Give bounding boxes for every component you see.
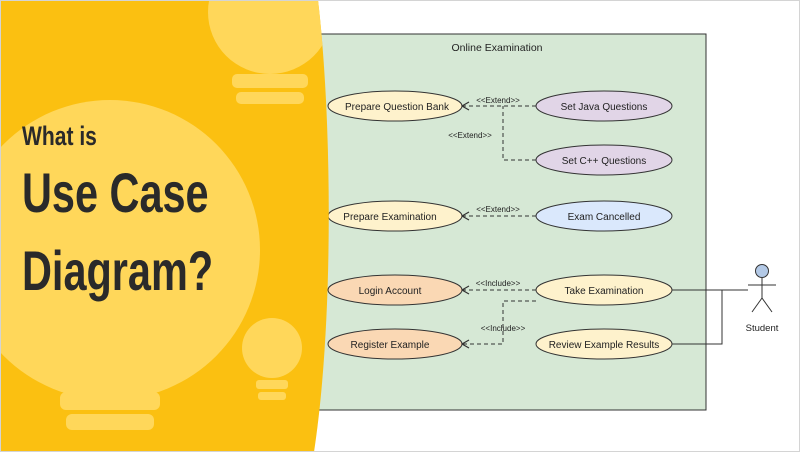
use-case-prepare-examination[interactable]: Prepare Examination: [327, 200, 463, 232]
extend-cpp-connector: [502, 106, 536, 161]
association-review: [672, 290, 723, 345]
use-case-label: Login Account: [359, 286, 422, 297]
use-case-login-account[interactable]: Login Account: [327, 274, 463, 306]
actor-label: Student: [746, 323, 779, 334]
use-case-exam-cancelled[interactable]: Exam Cancelled: [535, 200, 673, 232]
use-case-label: Prepare Question Bank: [345, 102, 450, 113]
use-case-shape: [327, 328, 463, 360]
lightbulb-decor-icon: [0, 0, 329, 430]
title-banner: [0, 0, 329, 452]
use-case-label: Review Example Results: [549, 340, 660, 351]
use-cases: Prepare Question Bank Set Java Questions…: [327, 90, 673, 360]
use-case-shape: [535, 328, 673, 360]
use-case-label: Take Examination: [565, 286, 644, 297]
headline-line-3: Diagram?: [22, 239, 214, 302]
actor-figure-icon: [748, 264, 776, 313]
use-case-shape: [327, 274, 463, 306]
use-case-shape: [327, 90, 463, 122]
include-login-label: <<Include>>: [476, 279, 521, 288]
include-register-label: <<Include>>: [481, 324, 526, 333]
headline: What is Use Case Diagram?: [22, 120, 280, 306]
actor-associations: [672, 289, 748, 345]
actor-student[interactable]: Student: [746, 264, 779, 335]
use-case-shape: [535, 144, 673, 176]
use-case-label: Set Java Questions: [561, 102, 648, 113]
extend-java-label: <<Extend>>: [476, 96, 520, 105]
use-case-set-cpp-questions[interactable]: Set C++ Questions: [535, 144, 673, 176]
include-register-connector: [460, 300, 536, 349]
use-case-label: Register Example: [351, 340, 430, 351]
headline-line-1: What is: [22, 121, 97, 151]
use-case-shape: [535, 200, 673, 232]
system-boundary-title: Online Examination: [451, 42, 542, 54]
headline-line-2: Use Case: [22, 161, 209, 224]
use-case-prepare-question-bank[interactable]: Prepare Question Bank: [327, 90, 463, 122]
use-case-register-example[interactable]: Register Example: [327, 328, 463, 360]
extend-cancel-label: <<Extend>>: [476, 205, 520, 214]
use-case-shape: [535, 274, 673, 306]
extend-cpp-label: <<Extend>>: [448, 131, 492, 140]
use-case-shape: [535, 90, 673, 122]
use-case-label: Exam Cancelled: [568, 212, 641, 223]
use-case-review-example-results[interactable]: Review Example Results: [535, 328, 673, 360]
use-case-take-examination[interactable]: Take Examination: [535, 274, 673, 306]
use-case-label: Set C++ Questions: [562, 156, 647, 167]
use-case-label: Prepare Examination: [343, 212, 436, 223]
use-case-set-java-questions[interactable]: Set Java Questions: [535, 90, 673, 122]
relationships: [460, 101, 536, 349]
